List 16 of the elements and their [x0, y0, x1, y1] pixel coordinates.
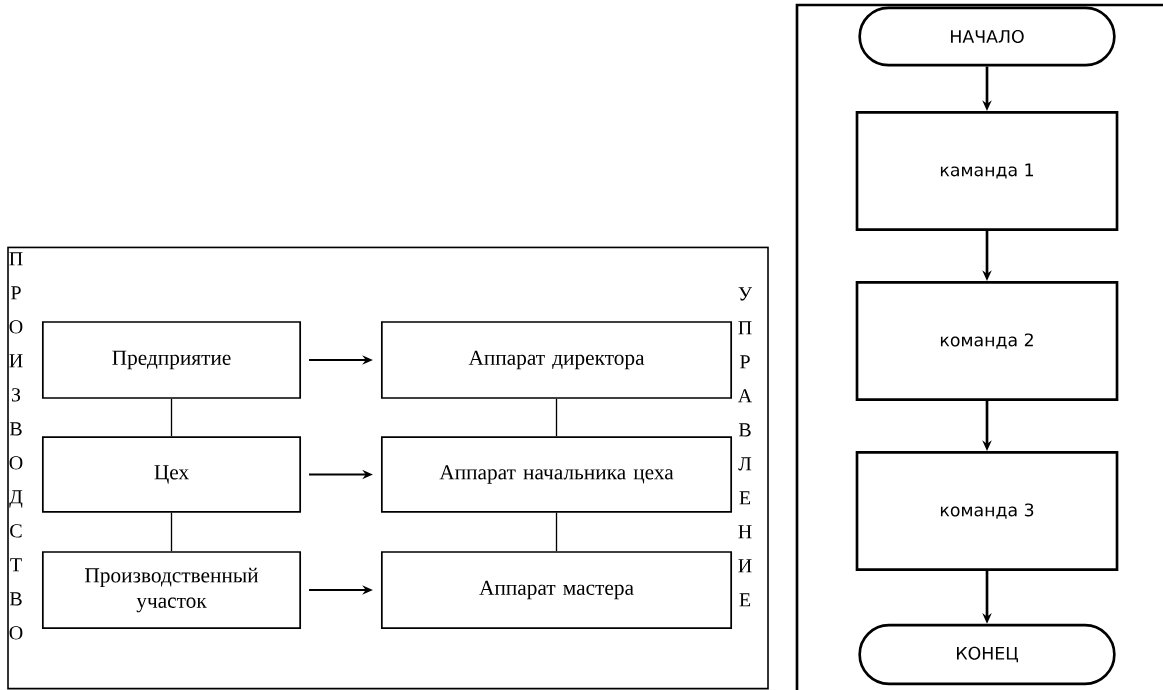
process-box: каманда 1: [855, 111, 1119, 231]
process-box: Производственный участок: [41, 551, 302, 629]
process-box: Цех: [41, 436, 302, 513]
vertical-label: ПРОИЗВОДСТВО: [9, 252, 23, 640]
process-box: Аппарат мастера: [380, 551, 733, 629]
connector-line: [555, 398, 558, 437]
process-box: Предприятие: [41, 321, 302, 399]
process-box: Аппарат директора: [380, 321, 733, 399]
connector-line: [170, 398, 173, 437]
process-box: команда 3: [855, 451, 1119, 571]
connector-line: [170, 512, 173, 552]
connector-line: [555, 512, 558, 552]
process-box: Аппарат начальника цеха: [380, 436, 733, 513]
vertical-label: УПРАВЛЕНИЕ: [738, 287, 753, 607]
frame-panel: [7, 246, 769, 690]
process-box: команда 2: [855, 281, 1119, 401]
